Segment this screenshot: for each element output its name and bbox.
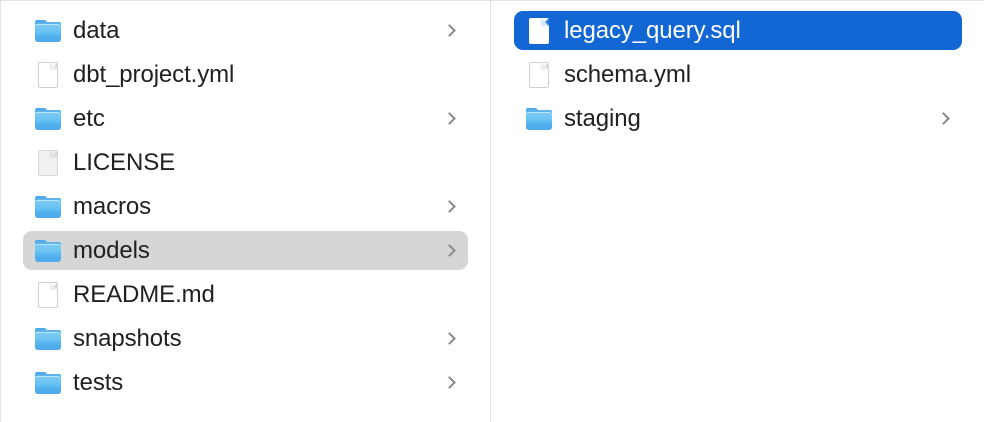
chevron-right-icon[interactable] bbox=[444, 110, 456, 128]
file-row-label: staging bbox=[564, 104, 641, 132]
file-row-label: tests bbox=[73, 368, 124, 396]
chevron-right-icon[interactable] bbox=[444, 22, 456, 40]
file-icon bbox=[33, 148, 63, 178]
file-row-label: LICENSE bbox=[73, 148, 176, 176]
chevron-right-icon[interactable] bbox=[444, 330, 456, 348]
file-row[interactable]: legacy_query.sql bbox=[514, 11, 962, 50]
file-row-label: dbt_project.yml bbox=[73, 60, 235, 88]
chevron-placeholder bbox=[938, 22, 950, 40]
chevron-right-icon[interactable] bbox=[444, 374, 456, 392]
file-row[interactable]: README.md bbox=[23, 275, 468, 314]
chevron-placeholder bbox=[938, 66, 950, 84]
chevron-right-icon[interactable] bbox=[938, 110, 950, 128]
folder-icon bbox=[33, 368, 63, 398]
file-row-label: schema.yml bbox=[564, 60, 692, 88]
file-icon bbox=[524, 60, 554, 90]
file-row-label: snapshots bbox=[73, 324, 182, 352]
chevron-placeholder bbox=[444, 66, 456, 84]
chevron-right-icon[interactable] bbox=[444, 242, 456, 260]
file-row[interactable]: staging bbox=[514, 99, 962, 138]
file-icon bbox=[524, 16, 554, 46]
file-row[interactable]: snapshots bbox=[23, 319, 468, 358]
file-row[interactable]: macros bbox=[23, 187, 468, 226]
file-row[interactable]: LICENSE bbox=[23, 143, 468, 182]
folder-icon bbox=[33, 16, 63, 46]
file-column-child: legacy_query.sql schema.yml staging bbox=[491, 1, 984, 422]
file-row-label: models bbox=[73, 236, 150, 264]
file-row-label: etc bbox=[73, 104, 105, 132]
chevron-right-icon[interactable] bbox=[444, 198, 456, 216]
file-row[interactable]: data bbox=[23, 11, 468, 50]
file-row-label: README.md bbox=[73, 280, 215, 308]
file-row[interactable]: tests bbox=[23, 363, 468, 402]
file-row-label: data bbox=[73, 16, 120, 44]
file-row[interactable]: etc bbox=[23, 99, 468, 138]
folder-icon bbox=[33, 236, 63, 266]
folder-icon bbox=[33, 104, 63, 134]
file-icon bbox=[33, 280, 63, 310]
folder-icon bbox=[33, 192, 63, 222]
file-row[interactable]: schema.yml bbox=[514, 55, 962, 94]
chevron-placeholder bbox=[444, 154, 456, 172]
file-list-child: legacy_query.sql schema.yml staging bbox=[491, 1, 984, 138]
file-icon bbox=[33, 60, 63, 90]
chevron-placeholder bbox=[444, 286, 456, 304]
folder-icon bbox=[33, 324, 63, 354]
file-row[interactable]: dbt_project.yml bbox=[23, 55, 468, 94]
file-row-label: macros bbox=[73, 192, 152, 220]
folder-icon bbox=[524, 104, 554, 134]
file-row[interactable]: models bbox=[23, 231, 468, 270]
file-row-label: legacy_query.sql bbox=[564, 16, 741, 44]
